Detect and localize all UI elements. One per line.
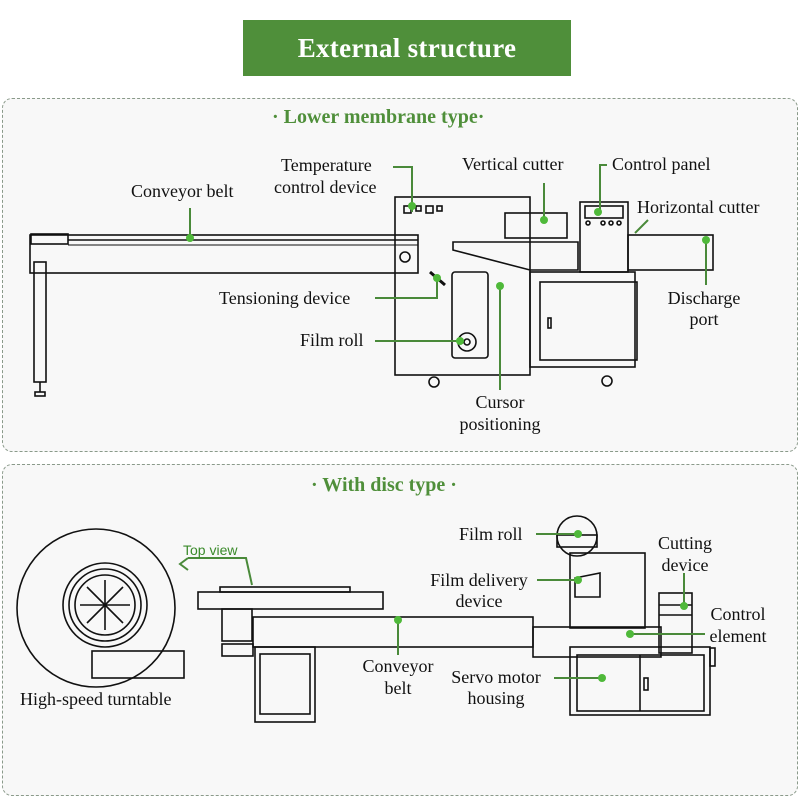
discharge-box xyxy=(627,234,714,271)
pointer-dot xyxy=(626,630,634,638)
label-conveyor-line2: belt xyxy=(384,678,412,698)
label-cutting-line2: device xyxy=(661,555,709,575)
section-title-disc-type: · With disc type · xyxy=(311,474,457,496)
label-discharge-line2: port xyxy=(689,309,719,329)
label-film-delivery-line2: device xyxy=(455,591,503,611)
turntable-circle xyxy=(16,528,176,688)
label-cutting-line1: Cutting xyxy=(657,533,712,553)
pointer-dot xyxy=(680,602,688,610)
label-temperature-line2: control device xyxy=(274,177,377,197)
conveyor-leg xyxy=(33,261,47,383)
pointer-dot xyxy=(594,208,602,216)
label-vertical-cutter: Vertical cutter xyxy=(462,154,564,174)
front-cabinet xyxy=(254,646,316,723)
servo-motor-housing xyxy=(569,646,711,716)
page-title: External structure xyxy=(243,20,571,76)
disc-type-machine-drawing xyxy=(16,515,716,723)
label-conveyor-belt: Conveyor belt xyxy=(131,181,234,201)
label-servo-line2: housing xyxy=(467,688,525,708)
vertical-cutter-box xyxy=(504,212,568,239)
lower-membrane-machine-drawing xyxy=(29,196,714,397)
main-body xyxy=(394,196,531,376)
label-film-delivery-line1: Film delivery xyxy=(430,570,528,590)
control-panel-box xyxy=(579,201,629,273)
pointer-dot xyxy=(540,216,548,224)
pointer-dot xyxy=(433,274,441,282)
label-discharge-line1: Discharge xyxy=(667,288,741,308)
label-control-element-line2: element xyxy=(709,626,767,646)
label-tensioning-device: Tensioning device xyxy=(219,288,351,308)
film-delivery-plate xyxy=(574,572,601,598)
pointer-dot xyxy=(394,616,402,624)
cabinet xyxy=(529,271,636,368)
label-high-speed-turntable: High-speed turntable xyxy=(20,689,172,709)
lower-membrane-leader-lines xyxy=(189,164,707,390)
pointer-dot xyxy=(456,337,464,345)
label-servo-line1: Servo motor xyxy=(451,667,541,687)
label-control-panel: Control panel xyxy=(612,154,711,174)
lower-membrane-pointers xyxy=(186,202,710,345)
pointer-dot xyxy=(408,202,416,210)
pointer-dot xyxy=(496,282,504,290)
pointer-dot xyxy=(574,530,582,538)
label-horizontal-cutter: Horizontal cutter xyxy=(637,197,760,217)
disc-type-pointers xyxy=(394,530,688,682)
section-title-lower-membrane: · Lower membrane type· xyxy=(272,106,485,128)
lower-membrane-panel xyxy=(2,98,798,452)
label-control-element-line1: Control xyxy=(710,604,766,624)
disc-type-leader-lines xyxy=(178,533,705,679)
label-cursor-line1: Cursor xyxy=(475,392,525,412)
pointer-dot xyxy=(598,674,606,682)
conveyor-body xyxy=(29,234,419,274)
cutting-device-box xyxy=(658,592,693,654)
label-film-roll: Film roll xyxy=(300,330,364,350)
pointer-dot xyxy=(702,236,710,244)
film-roll-box xyxy=(451,271,489,359)
label-top-view: Top view xyxy=(183,542,238,558)
label-film-roll-disc: Film roll xyxy=(459,524,523,544)
disc-type-panel xyxy=(2,464,798,796)
pointer-dot xyxy=(186,234,194,242)
disc-conveyor-body xyxy=(252,616,534,648)
label-temperature-line1: Temperature xyxy=(281,155,372,175)
pointer-dot xyxy=(574,576,582,584)
label-cursor-line2: positioning xyxy=(459,414,541,434)
label-conveyor-line1: Conveyor xyxy=(362,656,434,676)
